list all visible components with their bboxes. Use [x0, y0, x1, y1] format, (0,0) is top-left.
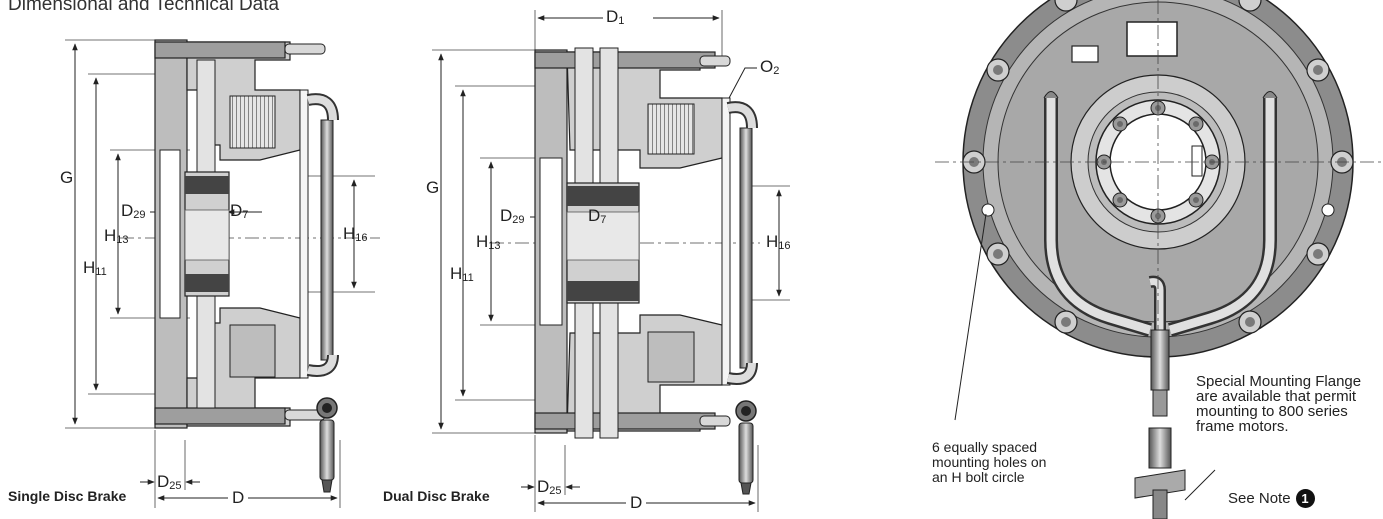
left-label-g: G: [60, 168, 74, 187]
left-label-h13: H13: [104, 226, 129, 246]
left-label-h11: H11: [83, 258, 107, 278]
single-disc-brake-caption: Single Disc Brake: [8, 488, 127, 504]
left-label-d29: D29: [121, 201, 146, 221]
mid-label-h13: H13: [476, 232, 501, 252]
dual-disc-brake-caption: Dual Disc Brake: [383, 488, 490, 504]
mid-label-g: G: [426, 178, 440, 197]
mid-label-d: D: [630, 493, 643, 512]
see-note: See Note 1: [1228, 489, 1315, 508]
mounting-flange-note: Special Mounting Flange are available th…: [1196, 373, 1362, 435]
mid-label-d25: D25: [537, 477, 562, 497]
see-note-text: See Note: [1228, 490, 1291, 507]
dual-disc-brake-drawing: [432, 10, 790, 512]
note-number-badge: 1: [1295, 489, 1315, 508]
page-heading: Dimensional and Technical Data: [8, 0, 280, 15]
mid-label-d29: D29: [500, 206, 525, 226]
mid-label-h11: H11: [450, 264, 474, 284]
left-label-h16: H16: [343, 224, 368, 244]
left-label-d25: D25: [157, 472, 182, 492]
mid-label-h16: H16: [766, 232, 791, 252]
mid-label-d7: D7: [588, 206, 607, 226]
mid-label-d1: D1: [606, 7, 625, 27]
left-label-d7: D7: [230, 201, 249, 221]
mid-label-o2: O2: [760, 57, 780, 77]
single-disc-brake-drawing: [65, 39, 380, 508]
left-label-d: D: [232, 488, 245, 507]
front-view-drawing: [935, 0, 1383, 519]
mounting-holes-note: 6 equally spaced mounting holes on an H …: [932, 439, 1047, 485]
